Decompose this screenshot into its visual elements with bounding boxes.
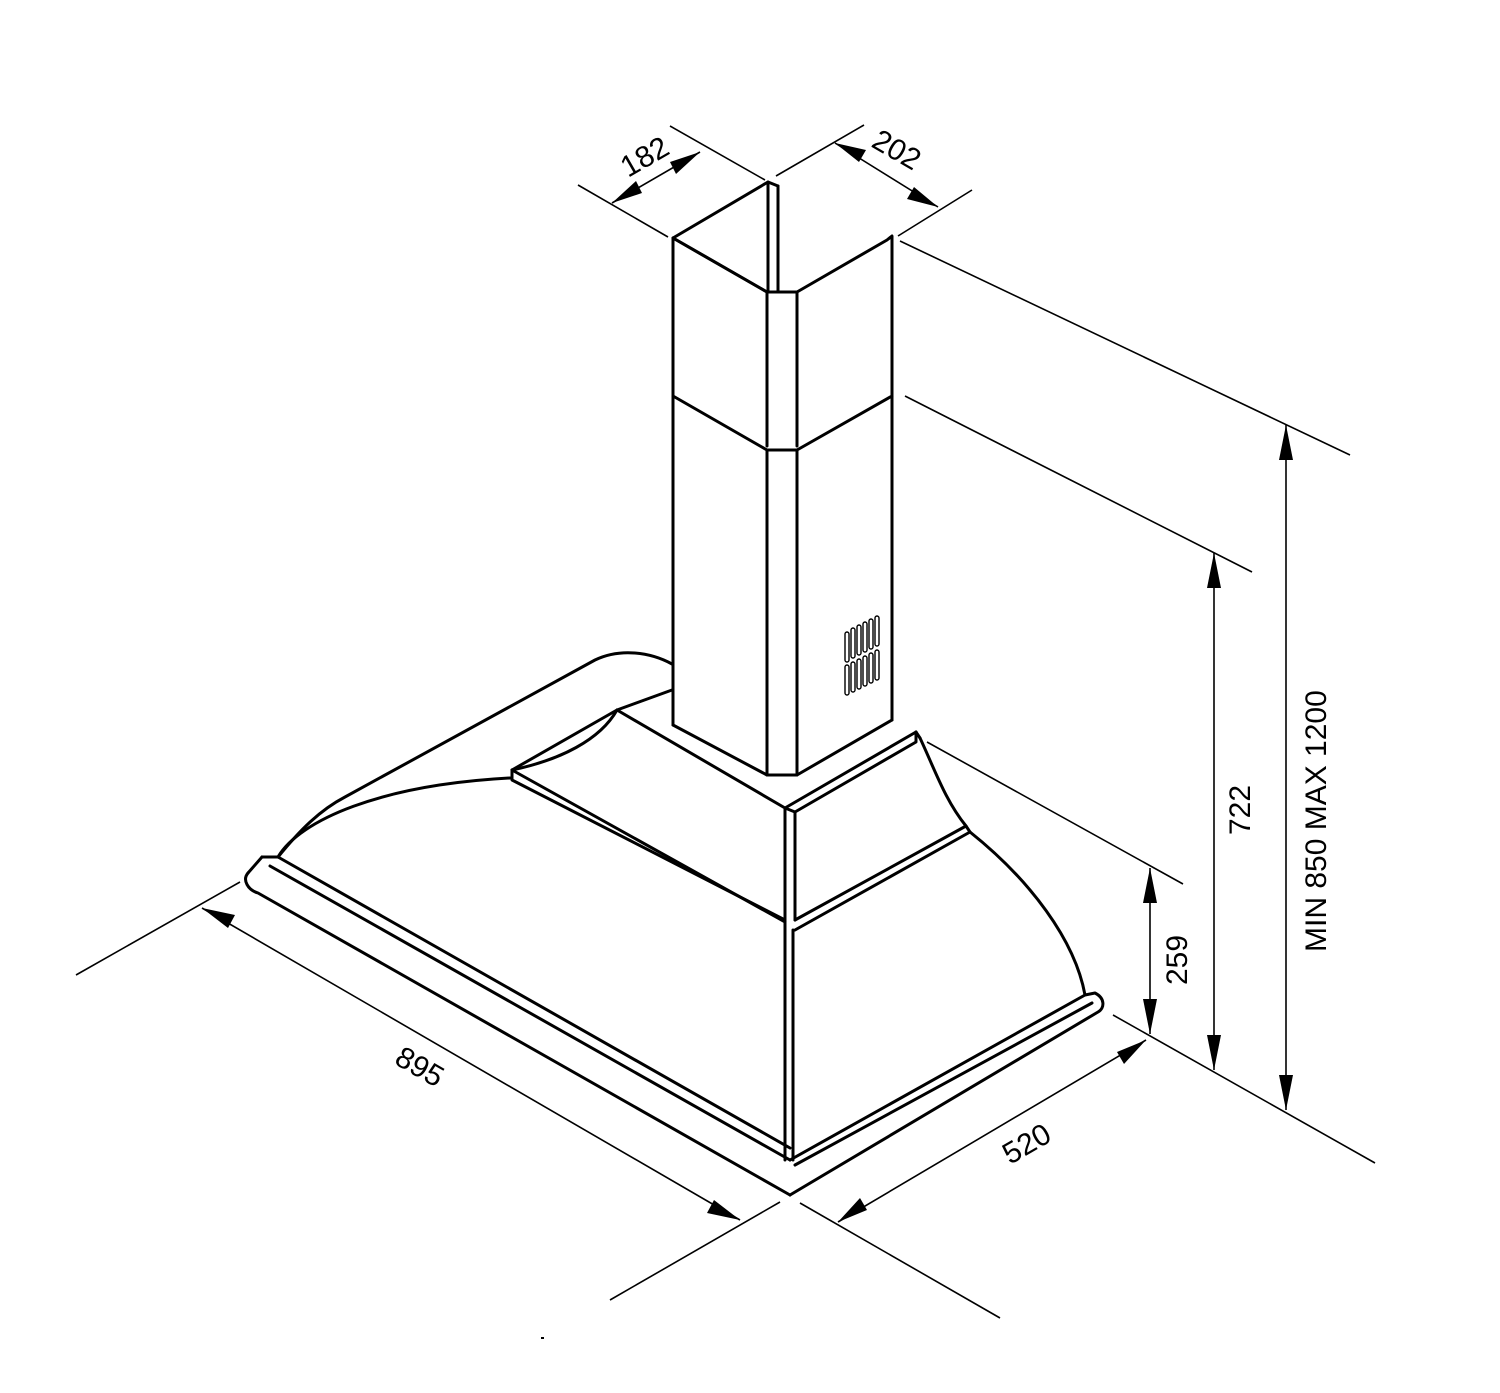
vent-slot xyxy=(856,658,862,690)
dimension-520: 520 xyxy=(799,1039,1147,1319)
dimension-202: 202 xyxy=(775,123,973,237)
scan-artifact xyxy=(541,1337,544,1339)
vent-slot xyxy=(850,627,856,659)
dimension-label-259: 259 xyxy=(1161,935,1194,985)
dimension-label-total-height: MIN 850 MAX 1200 xyxy=(1300,690,1333,952)
dimension-label-895: 895 xyxy=(390,1040,450,1094)
chimney xyxy=(671,180,894,777)
vent-slot xyxy=(844,631,850,663)
vent-slot xyxy=(844,664,850,696)
dimension-label-722: 722 xyxy=(1224,785,1257,835)
vent-slot xyxy=(868,618,874,650)
dimension-895: 895 xyxy=(75,881,781,1301)
vent-slot xyxy=(874,649,880,681)
dimension-label-520: 520 xyxy=(997,1117,1057,1171)
vent-slot xyxy=(868,652,874,684)
hood-canopy xyxy=(244,651,1105,1197)
vent-slot xyxy=(850,661,856,693)
vent-slot xyxy=(874,615,880,647)
vent-slot xyxy=(862,621,868,653)
dimension-259: 259 xyxy=(926,741,1194,1034)
dimension-722: 722 xyxy=(904,395,1257,1070)
baseline-right xyxy=(1112,1014,1376,1164)
vent-slot xyxy=(862,655,868,687)
vent-slot xyxy=(856,624,862,656)
dimension-total-height: MIN 850 MAX 1200 xyxy=(899,240,1351,1110)
dimension-label-182: 182 xyxy=(615,130,675,184)
vent-slots xyxy=(844,615,880,696)
